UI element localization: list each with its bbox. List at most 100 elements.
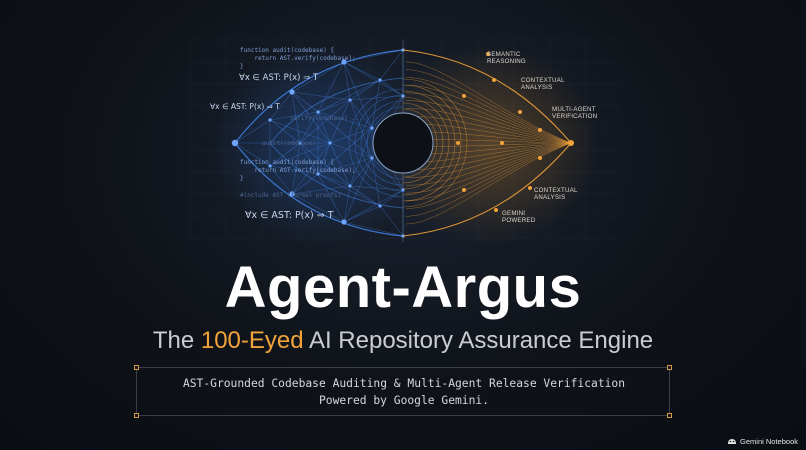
network-edge [234, 119, 271, 144]
flow-line [405, 108, 572, 144]
flow-node [462, 188, 466, 192]
network-edge [299, 142, 319, 175]
flow-node [494, 208, 498, 212]
page-title: Agent-Argus [224, 255, 582, 320]
notebook-icon [728, 439, 737, 444]
network-edge [291, 91, 301, 144]
network-edge [329, 142, 351, 187]
code-snippet-top-2: return AST.verify(codebase); [240, 55, 356, 62]
formula-3: ∀x ∈ AST: P(x) ⇒ T [245, 210, 334, 221]
network-node [348, 98, 352, 102]
network-edge [269, 142, 301, 167]
flow-node [538, 128, 542, 132]
pupil-ring-left [360, 100, 404, 186]
network-edge [349, 157, 373, 187]
corner-marker [667, 365, 672, 370]
network-edge [317, 111, 373, 129]
flow-node [486, 52, 490, 56]
network-edge [343, 61, 373, 129]
flow-node [518, 110, 522, 114]
network-node [341, 219, 347, 225]
network-edge [329, 127, 373, 144]
network-edge [299, 99, 351, 144]
code-snippet-lower-1: function audit(codebase) { [240, 159, 334, 166]
flow-node [462, 94, 466, 98]
network-edge [317, 111, 331, 144]
network-edge [343, 205, 381, 223]
network-edge [269, 119, 331, 144]
network-edge [349, 79, 381, 101]
network-edge [343, 61, 381, 81]
flow-node [528, 186, 532, 190]
pupil-ring-left [366, 106, 404, 180]
eye-network-graphic [189, 38, 620, 245]
pupil-ring-right [402, 96, 450, 190]
network-node [378, 204, 382, 208]
network-edge [379, 205, 404, 237]
eye-illustration: function audit(codebase) { return AST.ve… [189, 38, 620, 245]
corner-marker [134, 413, 139, 418]
code-snippet-top-3: } [240, 63, 244, 70]
network-edge [379, 189, 404, 207]
eye-pupil [348, 88, 434, 198]
flow-line [405, 142, 572, 225]
network-edge [349, 95, 404, 101]
flow-line [405, 69, 572, 144]
network-edge [379, 49, 404, 81]
flow-line [405, 142, 572, 171]
network-edge [343, 61, 351, 101]
network-node [298, 141, 302, 145]
network-edge [269, 119, 301, 144]
flow-line [405, 142, 572, 194]
network-edge [317, 79, 381, 113]
network-edge [349, 185, 381, 207]
network-edge [299, 111, 319, 144]
network-node [289, 89, 295, 95]
flow-line [405, 142, 572, 209]
flow-line [405, 92, 572, 144]
pupil-ring-right [402, 84, 462, 202]
pupil-ring-right [402, 78, 468, 208]
flow-line [405, 142, 572, 202]
network-node [268, 164, 272, 168]
code-snippet-lower-2: return AST.verify(codebase); [240, 167, 356, 174]
network-edge [291, 193, 345, 223]
formula-1: ∀x ∈ AST: P(x) ⇒ T [239, 73, 319, 83]
corner-marker [134, 365, 139, 370]
network-edge [291, 173, 319, 195]
network-edge [329, 142, 373, 159]
page-subtitle: The 100-Eyed AI Repository Assurance Eng… [0, 326, 806, 356]
network-edge [343, 157, 373, 223]
network-edge [234, 142, 271, 167]
pupil-ring-right [402, 108, 438, 178]
network-node [328, 141, 332, 145]
description-box: AST-Grounded Codebase Auditing & Multi-A… [134, 365, 672, 418]
network-node [316, 172, 320, 176]
network-edge [317, 61, 345, 113]
network-node [268, 118, 272, 122]
flow-line [405, 61, 572, 144]
network-edge [329, 99, 351, 144]
network-edge [349, 127, 373, 187]
network-edge [291, 142, 301, 195]
network-edge [291, 91, 319, 113]
pupil-ring-left [354, 94, 404, 192]
network-edge [269, 91, 293, 121]
pupil-ring-left [348, 88, 404, 198]
network-edge [371, 79, 381, 129]
network-edge [343, 49, 404, 63]
flow-line [405, 115, 572, 144]
network-edge [291, 142, 331, 195]
network-edge [317, 99, 351, 113]
subtitle-pre: The [152, 327, 201, 354]
corner-marker [667, 413, 672, 418]
network-edge [349, 185, 404, 191]
network-edge [343, 61, 404, 97]
badge-label: Gemini Notebook [740, 436, 798, 446]
flow-line [405, 84, 572, 144]
description-line-2: Powered by Google Gemini. [318, 394, 490, 407]
code-snippet-lower-3: } [240, 175, 244, 182]
gemini-notebook-badge: Gemini Notebook [727, 435, 798, 447]
